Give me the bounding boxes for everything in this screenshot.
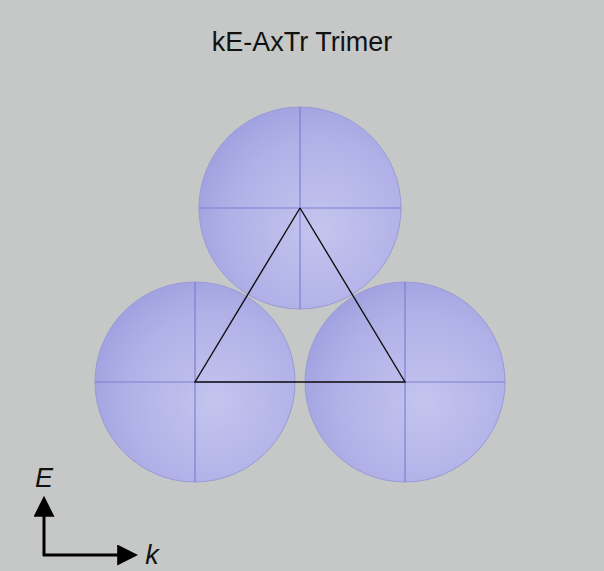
axis-label: k (145, 540, 159, 571)
center-triangle (195, 208, 405, 382)
e-axis-arrow (43, 500, 46, 556)
diagram-title: kE-AxTr Trimer (212, 27, 392, 58)
axis-label: E (35, 463, 53, 494)
k-axis-arrow (43, 554, 134, 557)
spheres (95, 107, 505, 482)
